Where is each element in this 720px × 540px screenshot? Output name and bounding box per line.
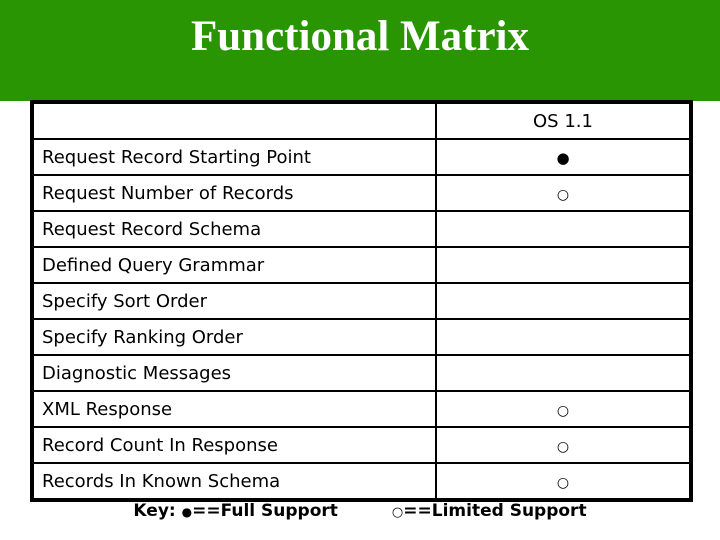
table-row: Record Count In Response ○ — [31, 426, 692, 464]
support-cell: ○ — [435, 462, 692, 501]
table-row: XML Response ○ — [31, 390, 692, 428]
header-row: OS 1.1 — [31, 101, 692, 140]
full-support-icon: ● — [556, 148, 570, 167]
table-row: Request Record Schema — [31, 210, 692, 248]
limited-support-icon: ○ — [391, 505, 404, 520]
full-support-icon: ● — [181, 505, 193, 519]
support-cell: ○ — [435, 426, 692, 464]
feature-name: Diagnostic Messages — [31, 354, 437, 392]
feature-name: Records In Known Schema — [31, 462, 437, 501]
table-row: Specify Sort Order — [31, 282, 692, 320]
support-cell — [435, 354, 692, 392]
title-band: Functional Matrix — [0, 0, 720, 101]
table-row: Defined Query Grammar — [31, 246, 692, 284]
feature-name: Request Number of Records — [31, 174, 437, 212]
support-cell: ○ — [435, 174, 692, 212]
support-cell — [435, 246, 692, 284]
support-cell — [435, 282, 692, 320]
key-limited-label: ==Limited Support — [403, 501, 587, 521]
feature-rows: Request Record Starting Point ● Request Nu… — [31, 138, 692, 501]
header-empty-cell — [31, 101, 437, 140]
limited-support-icon: ○ — [556, 402, 570, 419]
support-cell: ● — [435, 138, 692, 176]
key-limited-support: ○==Limited Support — [392, 501, 587, 521]
key-full-label: ==Full Support — [192, 501, 338, 521]
support-cell — [435, 210, 692, 248]
table-row: Specify Ranking Order — [31, 318, 692, 356]
key-full-support: Key: ●==Full Support — [133, 501, 338, 521]
feature-name: Specify Ranking Order — [31, 318, 437, 356]
limited-support-icon: ○ — [556, 186, 570, 203]
page-title: Functional Matrix — [191, 13, 529, 60]
support-cell: ○ — [435, 390, 692, 428]
functional-matrix-table: OS 1.1 Request Record Starting Point●Req… — [30, 100, 693, 502]
limited-support-icon: ○ — [556, 474, 570, 491]
feature-name: Request Record Starting Point — [31, 138, 437, 176]
feature-name: Record Count In Response — [31, 426, 437, 464]
table-row: Diagnostic Messages — [31, 354, 692, 392]
feature-name: XML Response — [31, 390, 437, 428]
table-row: Request Record Starting Point ● — [31, 138, 692, 176]
feature-name: Request Record Schema — [31, 210, 437, 248]
support-cell — [435, 318, 692, 356]
feature-name: Defined Query Grammar — [31, 246, 437, 284]
os-version-header: OS 1.1 — [435, 101, 692, 140]
key-line: Key: ●==Full Support ○==Limited Support — [0, 501, 720, 521]
key-prefix: Key: — [133, 501, 182, 521]
limited-support-icon: ○ — [556, 438, 570, 455]
table-row: Request Number of Records ○ — [31, 174, 692, 212]
table-row: Records In Known Schema ○ — [31, 462, 692, 501]
feature-name: Specify Sort Order — [31, 282, 437, 320]
